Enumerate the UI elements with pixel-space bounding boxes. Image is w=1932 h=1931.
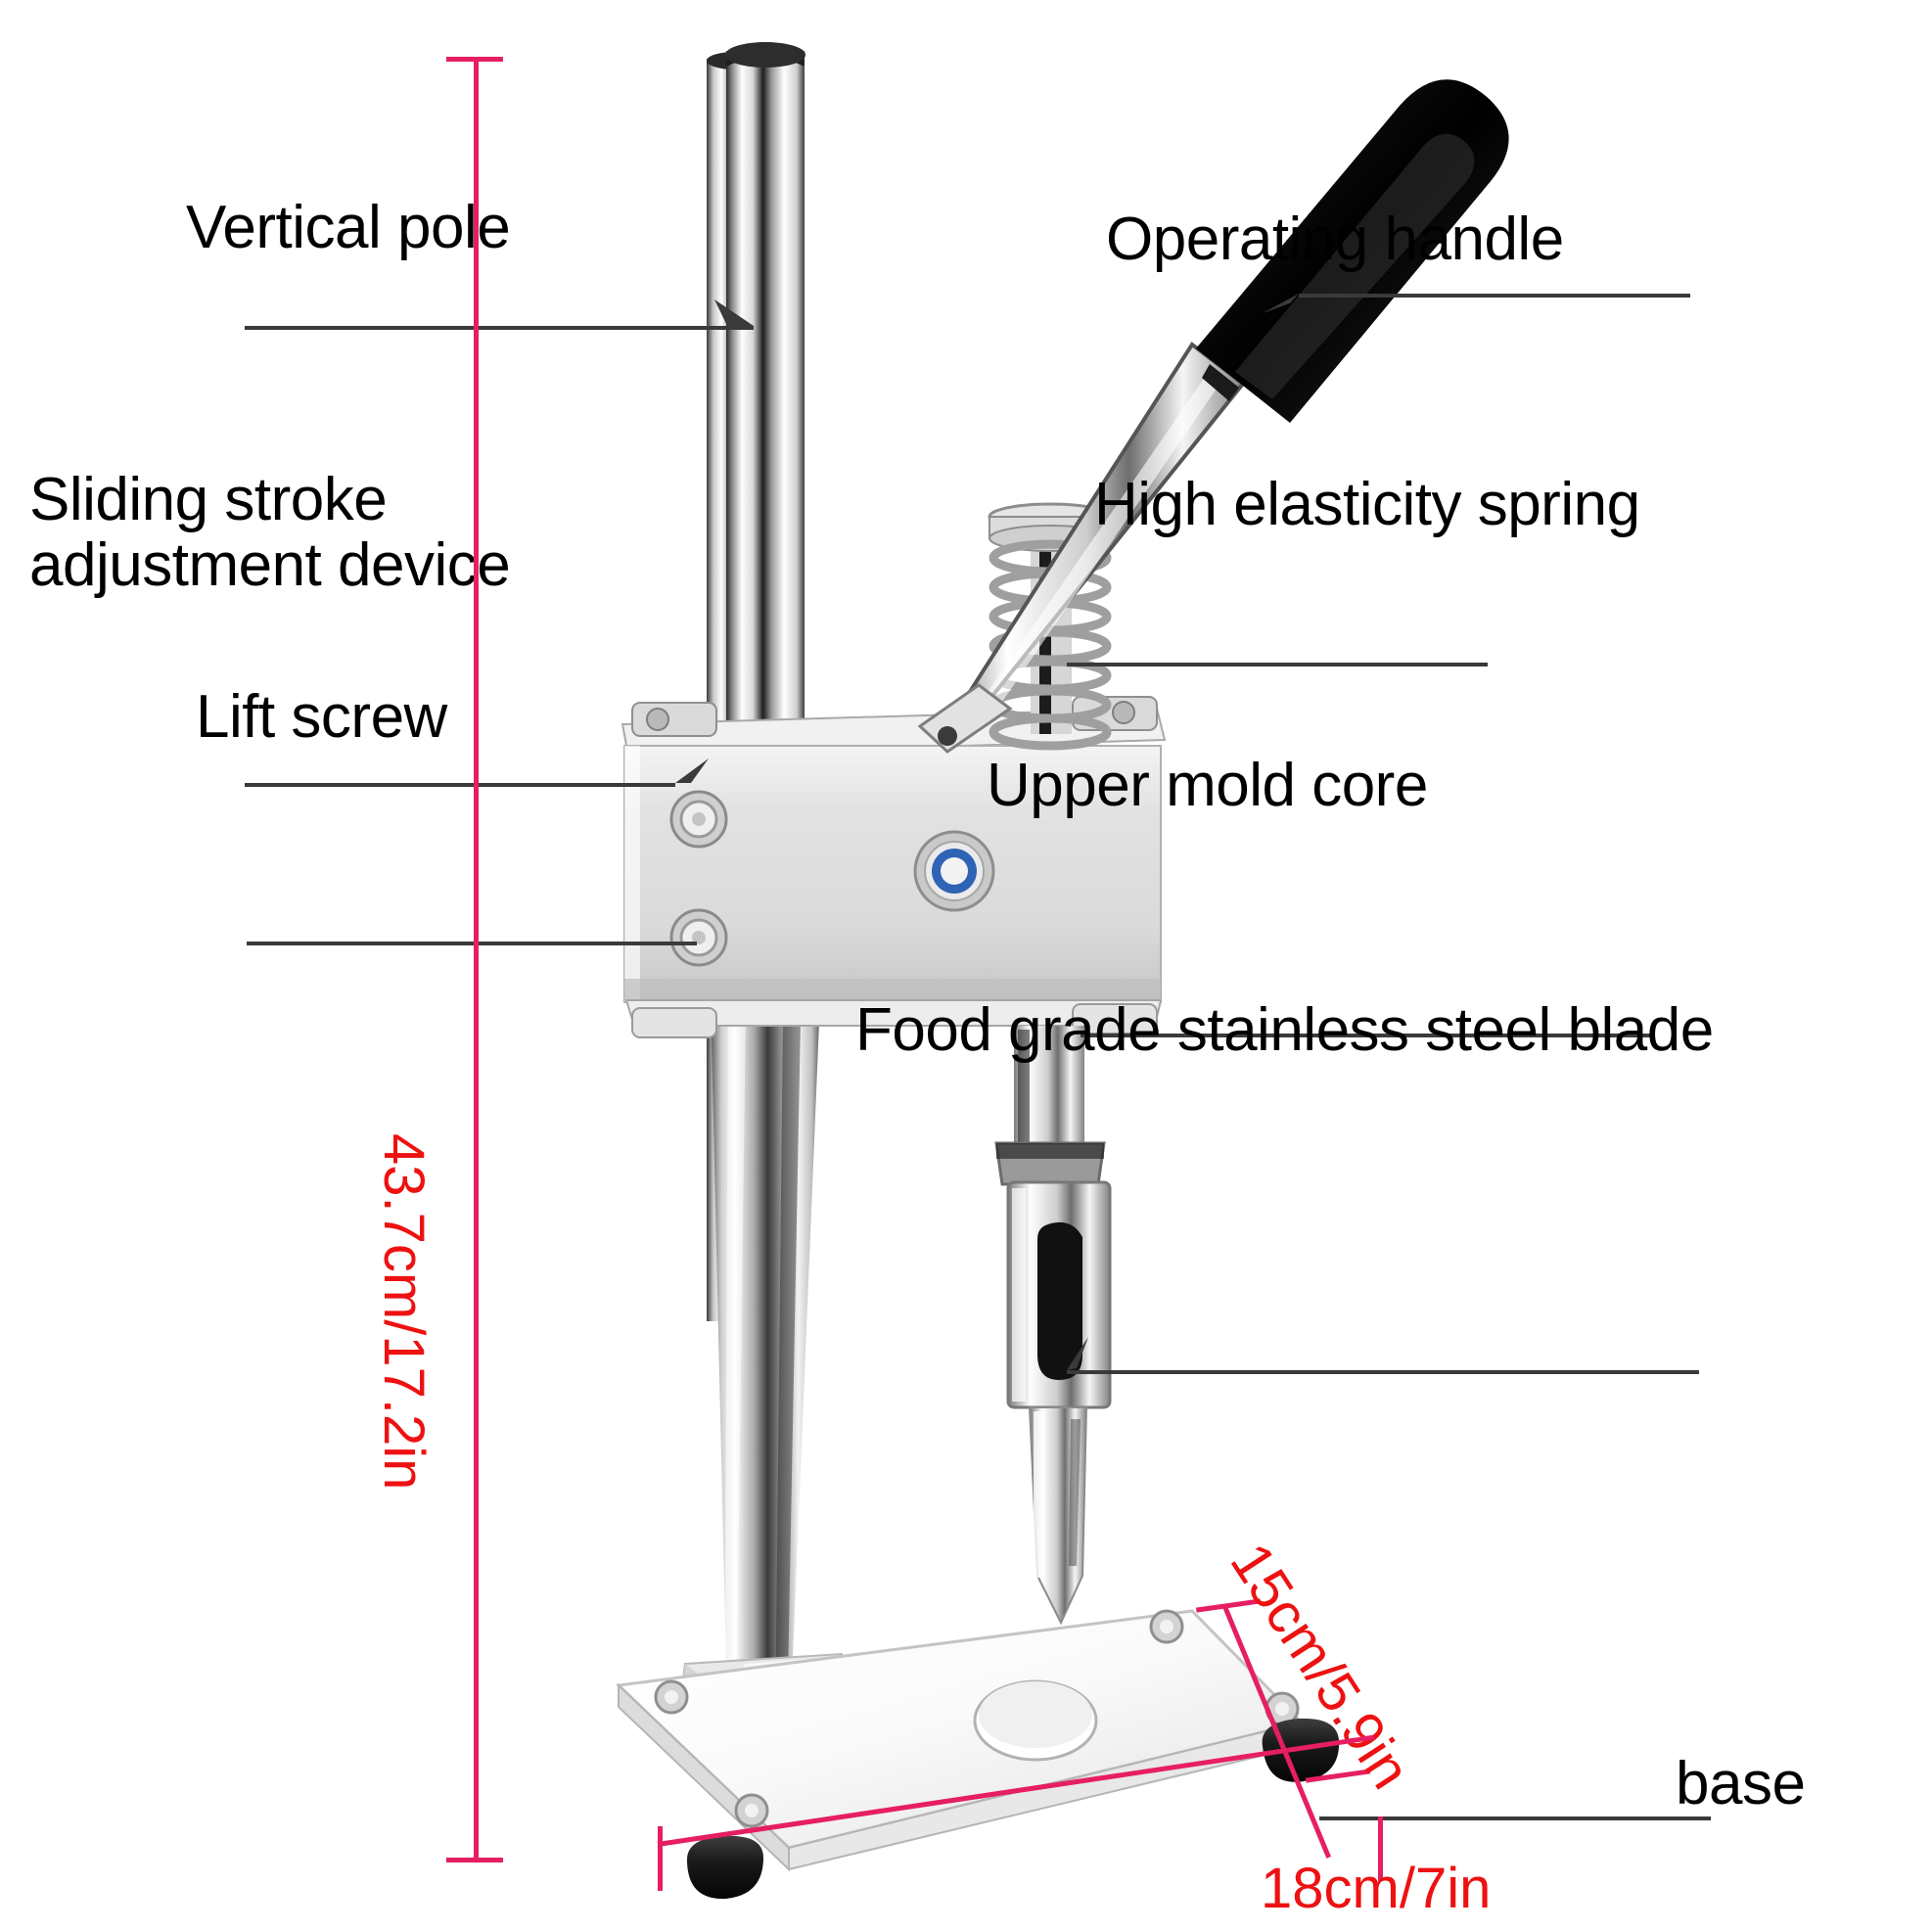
dimension-width-tick-left — [658, 1826, 663, 1891]
label-food-grade-blade: Food grade stainless steel blade — [855, 996, 1714, 1064]
label-sliding-stroke-line1: Sliding stroke — [29, 466, 388, 533]
base-screw-top — [1149, 1609, 1184, 1644]
dimension-width-tick-right — [1378, 1816, 1383, 1881]
base-screw-left — [654, 1679, 689, 1715]
leader-upper-mold-core — [1081, 1034, 1654, 1037]
base-plate — [615, 1609, 1340, 1900]
vertical-pole-lower — [711, 998, 820, 1752]
food-grade-blade — [1028, 1406, 1088, 1626]
label-upper-mold-core: Upper mold core — [987, 752, 1428, 819]
leader-food-grade-blade — [1067, 1370, 1699, 1374]
label-sliding-stroke-adjustment: Sliding stroke adjustment device — [29, 466, 577, 599]
label-sliding-stroke-line2: adjustment device — [29, 530, 511, 599]
housing-block — [621, 696, 1167, 1038]
upper-mold-core — [994, 1026, 1112, 1409]
dimension-height-tick-bottom — [446, 1858, 503, 1862]
leader-lift-screw — [247, 942, 697, 945]
lift-screw-upper — [669, 790, 728, 849]
dimension-height-tick-top — [446, 57, 503, 62]
leader-operating-handle — [1299, 294, 1690, 298]
label-vertical-pole: Vertical pole — [186, 194, 511, 261]
dimension-height-label: 43.7cm/17.2in — [372, 1133, 436, 1491]
dimension-width-label: 18cm/7in — [1261, 1857, 1492, 1920]
dimension-height-line — [474, 57, 479, 1862]
label-lift-screw: Lift screw — [196, 683, 447, 751]
leader-vertical-pole — [245, 326, 754, 330]
leader-high-elastic-spring — [1067, 663, 1488, 667]
housing-corner-clamp-bl — [631, 1007, 717, 1038]
lift-screw-lower — [669, 908, 728, 967]
rubber-foot-left — [687, 1835, 763, 1900]
base-screw-bottom — [734, 1793, 769, 1828]
label-base: base — [1676, 1750, 1806, 1817]
leader-sliding-stroke — [245, 783, 675, 787]
center-lock-nut — [913, 830, 995, 912]
operating-handle — [917, 79, 1509, 754]
label-operating-handle: Operating handle — [1106, 206, 1564, 273]
label-high-elasticity-spring: High elasticity spring — [1094, 471, 1640, 538]
housing-corner-clamp-tl — [631, 702, 717, 737]
leader-base — [1319, 1816, 1711, 1820]
